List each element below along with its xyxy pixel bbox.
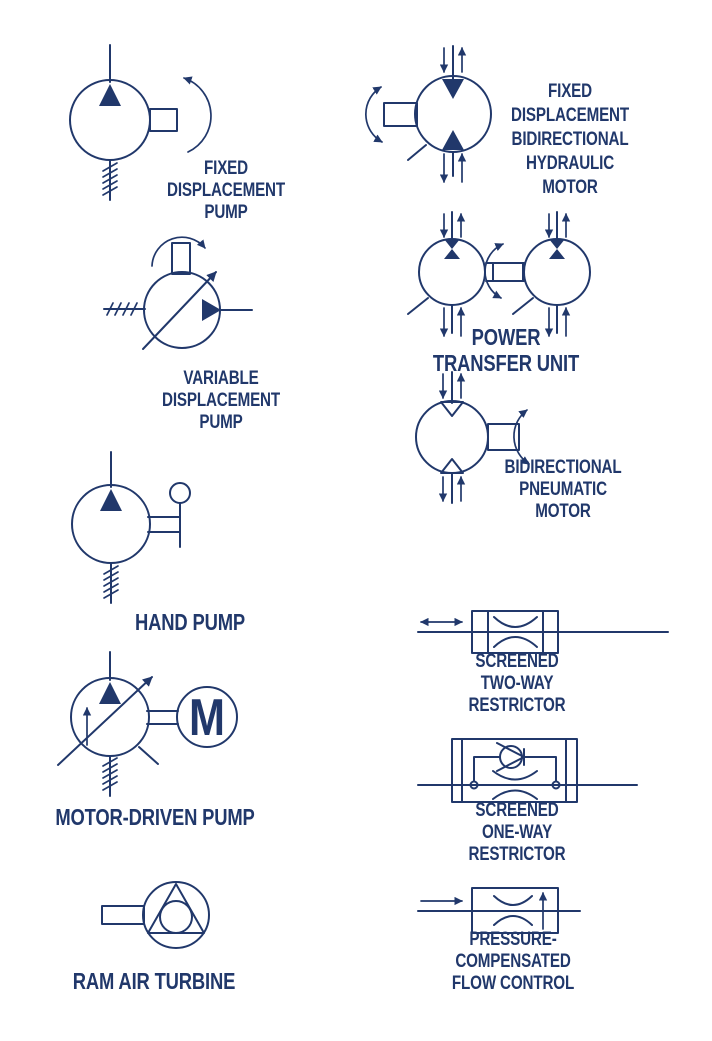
pump-flow-triangle-icon [100,489,122,511]
screened-one-way-restrictor [410,732,642,813]
turbine-triangle-icon [147,883,205,934]
electric-motor-icon [176,686,238,748]
screened-one-way-restrictor-symbol [417,738,638,803]
pressure-compensated-flow-control-symbol [417,887,581,934]
rotation-arrow-icon [183,76,212,153]
pump-flow-triangle-icon [202,299,221,321]
pump-flow-triangle-icon [99,84,121,106]
pressure-compensated-flow-control-label: PRESSURE-COMPENSATED FLOW CONTROL [451,929,575,994]
shaft-icon [383,102,418,127]
hand-pump-label: HAND PUMP [135,609,245,635]
fixed-displacement-bidirectional-hydraulic-motor-symbol [365,45,492,183]
ram-air-turbine [95,875,215,960]
fixed-displacement-bidirectional-hydraulic-motor-label: FIXED DISPLACEMENT BIDIRECTIONAL HYDRAUL… [511,81,629,198]
case-drain-icon [512,297,534,315]
pressure-compensated-flow-control [410,878,585,945]
screened-one-way-restrictor-label: SCREENED ONE-WAY RESTRICTOR [468,800,566,865]
variable-displacement-pump [95,235,265,405]
ram-air-turbine-label: RAM AIR TURBINE [72,968,236,994]
hand-pump [60,450,200,655]
case-drain-icon [138,746,159,765]
bowtie-triangles-icon [549,239,565,259]
motor-driven-pump-symbol: M [57,651,238,797]
restrictor-arc-icon [493,616,538,628]
restrictor-arc-icon [492,789,538,800]
pump-flow-triangle-icon [99,682,121,704]
bidirectional-pneumatic-motor-symbol [415,371,530,504]
drain-hatch-icon [102,757,118,791]
check-valve-seat-icon [496,742,525,772]
fixed-displacement-pump-label: FIXED DISPLACEMENT PUMP [167,158,285,223]
restrictor-arc-icon [493,915,533,926]
junction-icon [469,780,479,790]
power-transfer-unit-symbol [407,211,591,337]
motor-driven-pump: M [30,650,245,805]
bypass-line-icon [473,756,557,782]
bidirectional-pneumatic-motor-label: BIDIRECTIONAL PNEUMATIC MOTOR [504,457,622,522]
junction-icon [551,780,561,790]
lever-knob-icon [169,482,191,504]
variable-arrow-icon [142,271,217,350]
screened-two-way-restrictor [410,600,672,665]
restrictor-arc-icon [492,770,538,781]
drain-hatch-icon [103,565,119,599]
motor-letter: M [189,689,225,747]
fixed-displacement-bidirectional-hydraulic-motor [360,40,500,200]
fixed-displacement-pump-symbol [69,44,212,201]
bidirectional-pneumatic-motor [400,365,545,520]
hand-pump-symbol [71,451,191,604]
shaft-icon [171,242,191,275]
variable-displacement-pump-symbol [103,236,253,350]
variable-displacement-pump-label: VARIABLE DISPLACEMENT PUMP [162,368,280,433]
rotation-arrow-icon [151,236,206,267]
variable-arrow-icon [57,676,153,766]
motor-flow-triangle-icon [442,130,464,150]
bidirectional-rotation-arrow-icon [513,409,530,465]
power-transfer-unit [395,200,625,350]
case-drain-icon [407,144,427,161]
drain-hatch-icon [106,302,138,316]
restrictor-arc-icon [493,895,533,906]
pneumatic-flow-triangle-icon [440,458,464,474]
fixed-displacement-pump [40,40,215,220]
motor-flow-triangle-icon [442,79,464,99]
power-transfer-unit-label: POWER TRANSFER UNIT [432,324,580,376]
bidirectional-rotation-arrow-icon [484,243,504,299]
bowtie-triangles-icon [444,239,460,259]
ram-air-turbine-symbol [101,881,210,949]
screened-two-way-restrictor-symbol [417,610,669,654]
shaft-icon [101,905,145,925]
pneumatic-flow-triangle-icon [440,401,464,417]
drain-hatch-icon [102,162,118,196]
shaft-icon [149,108,178,132]
case-drain-icon [407,297,429,315]
bidirectional-rotation-arrow-icon [365,86,383,143]
screened-two-way-restrictor-label: SCREENED TWO-WAY RESTRICTOR [468,651,566,716]
motor-driven-pump-label: MOTOR-DRIVEN PUMP [55,804,255,830]
restrictor-arc-icon [493,636,538,648]
